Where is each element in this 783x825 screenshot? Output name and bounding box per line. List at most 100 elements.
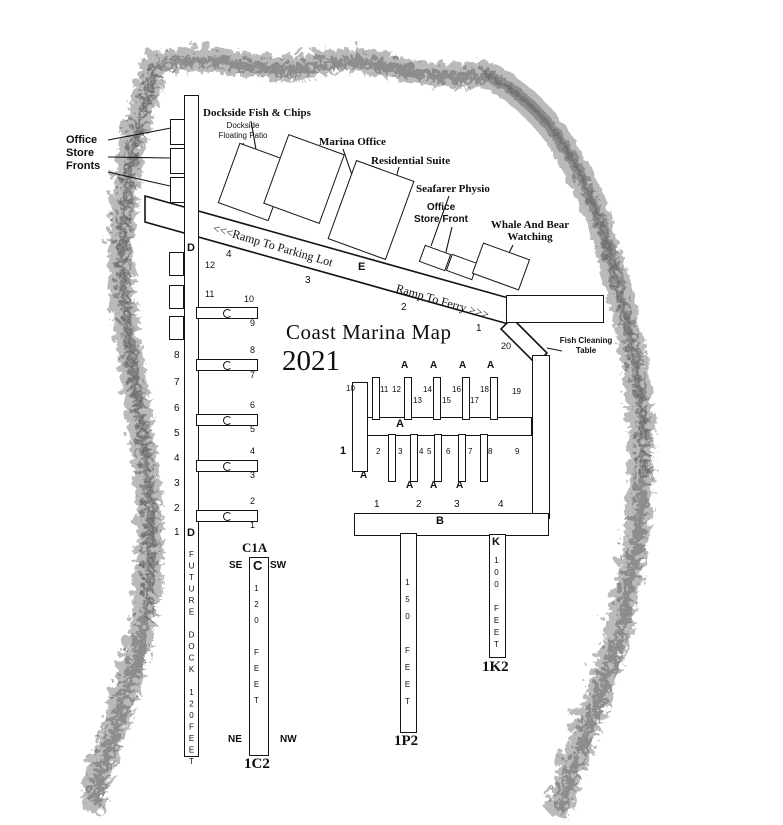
dock-c-length: 120 FEET [252,584,261,712]
c-finger-slip: 3 [250,470,256,480]
dock-a-upper-finger [462,377,470,420]
store-front-unit-5 [169,285,184,309]
office-store-front-line1: Office [426,202,456,213]
dock-a-slip: 11 [380,385,389,394]
c-finger-slip: 1 [250,520,256,530]
dock-a-lower-finger [434,434,442,482]
dock-k [489,534,506,658]
residential-suite-label: Residential Suite [371,155,451,167]
walkway-section-1: 1 [476,323,482,334]
dock-d-slip: 2 [174,503,180,514]
dock-c-c1a-label: C1A [242,540,268,555]
dock-a-slip: 4 [419,447,424,456]
c-finger-slip: 6 [250,400,256,410]
dock-a-lower-a: A [430,480,438,491]
dock-b-slip: 3 [454,499,460,510]
walkway-section-3: 3 [305,275,311,286]
dock-d-label-top: D [187,242,195,254]
c-finger-slip: 5 [250,424,256,434]
dock-c [249,557,269,756]
dock-a-slip: 5 [427,447,432,456]
dock-d-slip: 8 [174,350,180,361]
fish-cleaning-line1: Fish Cleaning [559,336,613,345]
seafarer-pointer [430,195,450,247]
office-store-fronts-line1: Office [66,134,98,146]
office-fronts-pointer-3 [107,171,171,187]
right-vertical-dock [532,355,550,519]
walkway-section-2: 2 [401,302,407,313]
dock-a-slip: 19 [512,387,521,396]
dock-a-slip: 9 [515,447,520,456]
dock-a-lower-finger [410,434,418,482]
office-store-front-line2: Store Front [414,213,468,225]
marina-office-label: Marina Office [319,136,386,148]
dock-a-bar-label: A [396,418,404,430]
dock-a-slip: 15 [442,396,451,405]
dock-c-corner-nw: NW [280,734,297,745]
cleat-icon [223,462,232,471]
office-store-front-pointer [444,226,453,257]
cleat-icon [223,416,232,425]
dock-a-slip: 2 [376,447,381,456]
shoreline-texture [84,50,645,808]
dock-b-slip: 1 [374,499,380,510]
dock-d-slip: 5 [174,428,180,439]
office-store-fronts-line2: Store [66,147,95,160]
office-fronts-pointer-1 [107,127,172,141]
dock-p-name: 1P2 [394,733,419,749]
fish-cleaning-table-label: Fish Cleaning Table [549,336,623,356]
whale-and-bear-label: Whale And Bear Watching [484,219,576,243]
dock-a-lower-finger [458,434,466,482]
cleat-icon [223,309,232,318]
store-front-unit-4 [169,252,184,276]
dock-a-upper-finger [404,377,412,420]
ferry-dock [506,295,604,323]
dock-d-slip: 4 [174,453,180,464]
dock-d-slip: 1 [174,527,180,538]
walkway-section-4: 4 [226,249,232,260]
dock-a-upper-finger [433,377,441,420]
c-finger-slip: 9 [250,318,256,328]
dock-a-lower-finger [480,434,488,482]
c-finger-slip: 4 [250,446,256,456]
dock-c-corner-se: SE [229,560,243,571]
dock-a-upper-a: A [401,360,409,371]
dock-a-upper-a: A [487,360,495,371]
dock-a-slip: 12 [392,385,401,394]
dock-d [184,95,199,757]
map-title: Coast Marina Map [286,320,452,344]
dock-a-slip: 10 [346,384,355,393]
dock-a-slip: 17 [470,396,479,405]
dock-b-label: B [436,515,444,527]
dock-d-slip: 3 [174,478,180,489]
c-finger-slip: 7 [250,370,256,380]
seafarer-physio-label: Seafarer Physio [416,183,490,195]
dock-a-slip: 16 [452,385,461,394]
dock-b-slip: 4 [498,499,504,510]
fish-cleaning-line2: Table [575,346,597,355]
dock-a-upper-finger [372,377,380,420]
c-finger-slip: 10 [244,294,255,304]
dock-a-upper-a: A [459,360,467,371]
dock-d-slip: 6 [174,403,180,414]
dock-d-slip: 7 [174,377,180,388]
dock-d-upper-slip: 11 [205,289,215,299]
dock-a-slip: 3 [398,447,403,456]
cleat-icon [223,361,232,370]
patio-line2: Floating Patio [218,131,268,141]
office-fronts-pointer-2 [107,156,171,159]
dock-d-upper-slip: 12 [205,260,216,270]
dock-c-corner-sw: SW [270,560,287,571]
dock-a-tall-finger [352,382,368,472]
dock-d-label-bottom: D [187,527,195,539]
dock-a-slip: 14 [423,385,432,394]
slip-20: 20 [501,341,512,351]
store-front-unit-6 [169,316,184,340]
dock-d-future-text: FUTURE DOCK 120FEET [187,550,196,769]
dock-b-slip: 2 [416,499,422,510]
dock-b-bar [354,513,549,536]
dock-a-slip: 1 [340,445,347,457]
dock-c-name: 1C2 [244,756,270,772]
